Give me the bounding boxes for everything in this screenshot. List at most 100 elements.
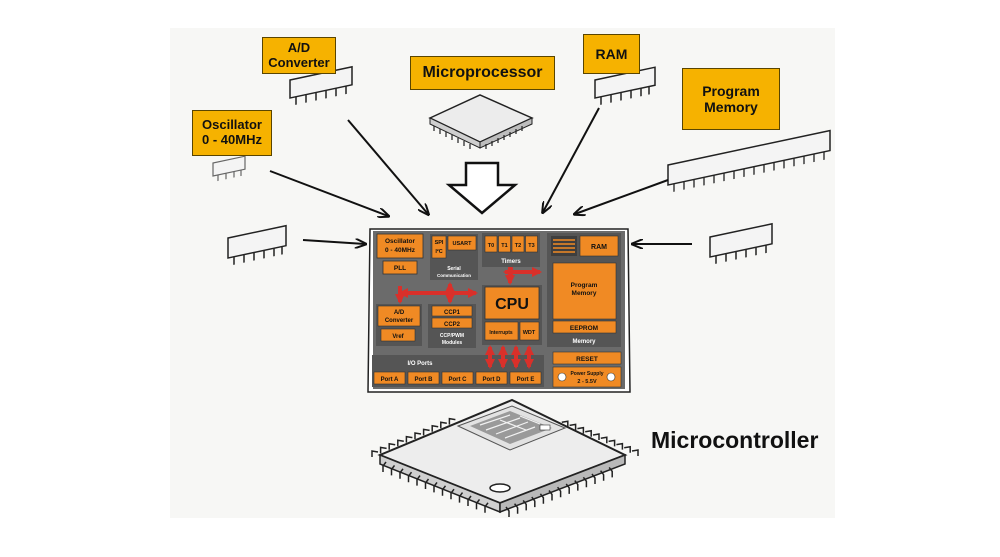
package-pin	[561, 420, 569, 428]
port-box	[441, 371, 474, 385]
timer-label: T0	[488, 243, 494, 249]
package-pin	[399, 468, 404, 479]
package-pin	[585, 429, 592, 437]
package-pin	[440, 421, 447, 429]
internal-bus-arrows	[395, 267, 542, 369]
right-chip	[709, 222, 773, 264]
die-timers-label: Timers	[501, 259, 521, 265]
package-pin	[624, 445, 631, 453]
connection-arrows	[269, 107, 692, 244]
die-serial-label-2: Communication	[437, 273, 471, 278]
die-vref: Vref	[392, 334, 404, 340]
die-pll: PLL	[394, 265, 406, 272]
package-pin	[569, 423, 577, 431]
die-usart: USART	[453, 241, 473, 247]
package-pin	[608, 466, 613, 478]
die-cpu: CPU	[495, 296, 529, 313]
package-pin	[522, 499, 527, 511]
port-label: Port A	[381, 377, 399, 383]
ram-label: RAM	[583, 34, 640, 74]
timer-label: T2	[515, 243, 521, 249]
program-memory-chip	[667, 129, 831, 192]
die-ccp-label: CCP/PWM	[440, 333, 464, 339]
die-program-memory-2: Memory	[572, 290, 597, 297]
die-oscillator-freq: 0 - 40MHz	[385, 247, 416, 254]
port-label: Port E	[517, 377, 535, 383]
package-pin	[382, 461, 387, 472]
timer-box	[498, 235, 511, 253]
die-power-supply: Power Supply	[570, 371, 603, 377]
die-program-memory: Program	[571, 282, 598, 289]
left-chip	[227, 224, 287, 265]
package-pin	[450, 488, 455, 500]
port-box	[509, 371, 542, 385]
port-box	[475, 371, 508, 385]
ad-converter-label: A/D Converter	[262, 37, 336, 74]
die-memory-label: Memory	[572, 339, 596, 345]
package-pin	[608, 439, 616, 447]
package-pin	[531, 496, 536, 508]
package-pin	[433, 481, 438, 493]
die-spi: SPI	[435, 240, 444, 246]
package-pin	[407, 471, 413, 483]
package-pin	[591, 473, 596, 484]
package-pin	[416, 475, 421, 486]
die-wdt: WDT	[523, 330, 536, 336]
port-box	[407, 371, 440, 385]
oscillator-label: Oscillator 0 - 40MHz	[192, 110, 272, 156]
microcontroller-title: Microcontroller	[651, 427, 819, 453]
package-pin	[414, 432, 422, 439]
timer-label: T1	[501, 243, 507, 249]
timer-label: T3	[528, 243, 534, 249]
package-pin	[458, 492, 464, 503]
die-ad: A/D	[394, 310, 405, 316]
package-pin	[592, 433, 600, 440]
timer-box	[484, 235, 498, 253]
package-pin	[397, 439, 404, 447]
die-ccp-label-2: Modules	[442, 340, 462, 346]
die-ccp1: CCP1	[444, 310, 461, 316]
package-pin	[557, 486, 562, 498]
die-interrupts: Interrupts	[489, 330, 513, 336]
down-arrow	[445, 161, 519, 215]
die-serial-label: Serial	[447, 266, 461, 272]
package-pin	[600, 470, 605, 481]
package-pin	[539, 493, 545, 504]
package-pin	[448, 417, 456, 425]
die-reset: RESET	[576, 356, 598, 363]
package-pin	[514, 503, 519, 514]
package-pin	[467, 495, 472, 506]
die-ram: RAM	[591, 244, 607, 251]
die-i2c: I²C	[435, 248, 442, 255]
package-pin	[475, 498, 481, 510]
package-pin	[505, 506, 510, 517]
package-pin	[431, 424, 439, 432]
microprocessor-chip	[428, 94, 534, 149]
package-pin	[390, 464, 396, 476]
package-pin	[422, 428, 430, 436]
port-label: Port C	[449, 377, 468, 383]
die-eeprom: EEPROM	[570, 325, 598, 332]
die-oscillator-label: Oscillator	[385, 238, 415, 245]
die-ccp2: CCP2	[444, 322, 461, 328]
package-pin	[631, 449, 639, 456]
port-label: Port D	[483, 377, 502, 383]
package-pin	[379, 446, 387, 454]
timer-box	[525, 235, 538, 253]
package-pin	[574, 480, 579, 491]
microprocessor-label: Microprocessor	[410, 56, 555, 90]
die-power-voltage: 2 - 5.5V	[577, 379, 597, 385]
ad-converter-chip	[289, 65, 353, 105]
port-box	[373, 371, 406, 385]
package-pin	[565, 483, 570, 494]
program-memory-label: Program Memory	[682, 68, 780, 130]
package-pin	[582, 476, 588, 488]
package-pin	[548, 490, 553, 501]
timer-box	[511, 235, 525, 253]
die-block-diagram: Oscillator 0 - 40MHz PLL SPI I²C USART S…	[367, 228, 631, 393]
package-pin	[441, 485, 447, 496]
package-pin	[600, 436, 608, 444]
package-pin	[405, 435, 413, 443]
package-pin	[371, 450, 379, 457]
